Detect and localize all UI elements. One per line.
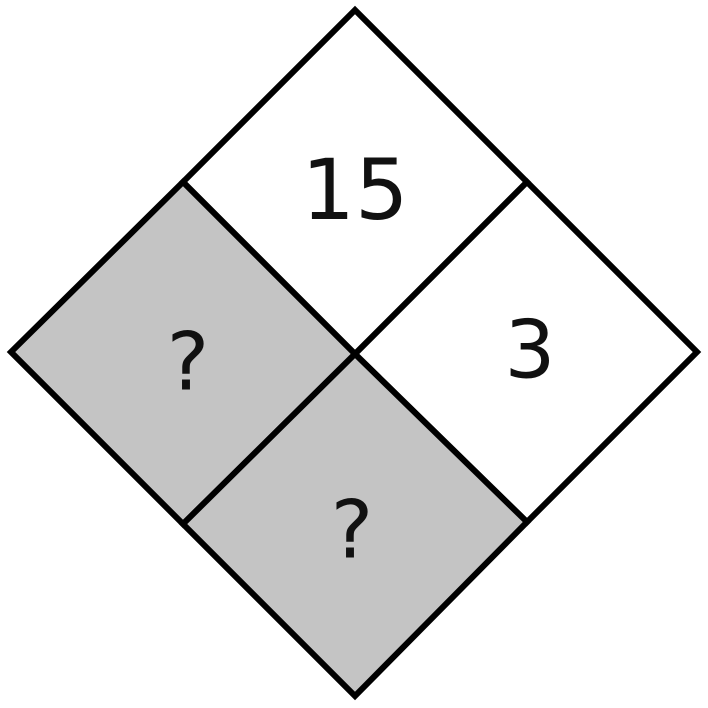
left-cell-label: ? <box>167 316 209 409</box>
right-cell-label: 3 <box>505 304 556 397</box>
bottom-cell-label: ? <box>331 484 373 577</box>
top-cell-label: 15 <box>302 141 409 239</box>
bottom-cell-shape <box>178 349 532 701</box>
